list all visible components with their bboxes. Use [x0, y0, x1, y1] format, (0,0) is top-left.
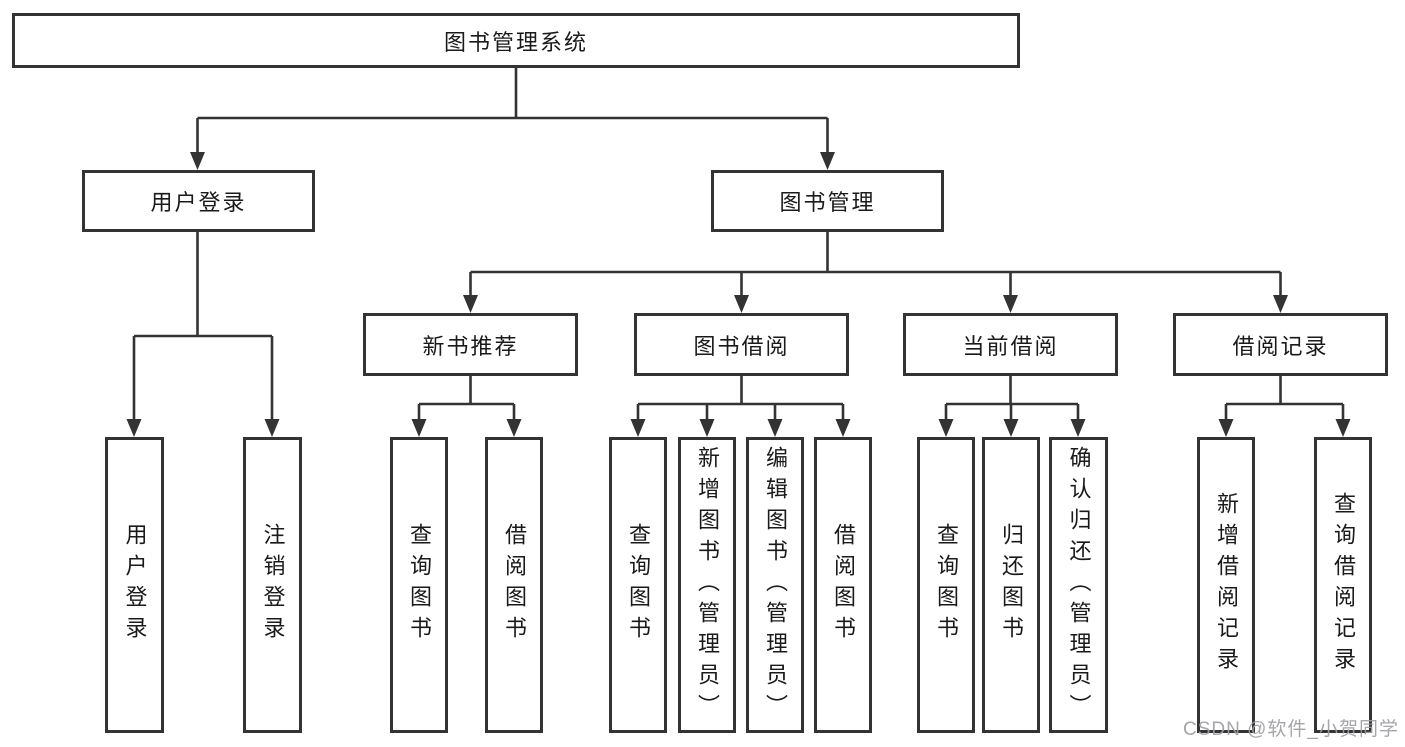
connector-book-management-to-level3 — [469, 232, 1282, 307]
leaf-add-books-admin-label: 新增图书（管理员） — [695, 445, 720, 725]
node-current-borrow-label: 当前借阅 — [962, 333, 1059, 359]
arrowheads-book-borrow-to-leaves — [630, 419, 851, 437]
node-current-borrow: 当前借阅 — [903, 313, 1118, 376]
leaf-borrow-query-books: 查询图书 — [609, 437, 667, 733]
connector-user-login-to-leaves — [132, 232, 274, 431]
connector-new-book-to-leaves — [417, 376, 516, 431]
csdn-watermark: CSDN @软件_小贺同学 — [1183, 719, 1399, 740]
arrowheads-root-to-level2 — [190, 152, 835, 170]
leaf-confirm-return-admin-label: 确认归还（管理员） — [1066, 445, 1092, 725]
leaf-add-borrow-record-label: 新增借阅记录 — [1214, 492, 1239, 678]
node-borrow-record-label: 借阅记录 — [1232, 333, 1329, 359]
leaf-new-book-query: 查询图书 — [390, 437, 448, 733]
leaf-new-book-borrow: 借阅图书 — [485, 437, 543, 733]
node-root-label: 图书管理系统 — [443, 29, 588, 55]
leaf-confirm-return-admin: 确认归还（管理员） — [1049, 437, 1108, 733]
leaf-return-books: 归还图书 — [982, 437, 1040, 733]
leaf-user-login: 用户登录 — [105, 437, 164, 733]
node-new-book-recommend-label: 新书推荐 — [422, 333, 519, 359]
arrowheads-borrow-record-to-leaves — [1218, 419, 1351, 437]
node-borrow-record: 借阅记录 — [1173, 313, 1388, 376]
leaf-edit-books-admin-label: 编辑图书（管理员） — [763, 445, 788, 725]
arrowheads-book-management-to-level3 — [463, 295, 1288, 313]
node-book-borrow-label: 图书借阅 — [693, 333, 790, 359]
leaf-borrow-query-books-label: 查询图书 — [626, 523, 651, 647]
node-root-library-system: 图书管理系统 — [12, 13, 1020, 68]
leaf-new-book-borrow-label: 借阅图书 — [502, 523, 527, 647]
node-book-management: 图书管理 — [711, 170, 944, 232]
leaf-add-books-admin: 新增图书（管理员） — [678, 437, 736, 733]
leaf-user-login-label: 用户登录 — [122, 523, 148, 647]
node-user-login: 用户登录 — [82, 170, 315, 232]
leaf-borrow-books: 借阅图书 — [814, 437, 872, 733]
connector-book-borrow-to-leaves — [636, 376, 845, 431]
node-book-management-label: 图书管理 — [779, 190, 876, 215]
arrowheads-new-book-to-leaves — [411, 419, 522, 437]
arrowheads-current-borrow-to-leaves — [938, 419, 1086, 437]
node-book-borrow: 图书借阅 — [634, 313, 849, 376]
leaf-query-borrow-record-label: 查询借阅记录 — [1331, 492, 1356, 678]
leaf-add-borrow-record: 新增借阅记录 — [1197, 437, 1255, 733]
leaf-return-books-label: 归还图书 — [999, 523, 1024, 647]
leaf-logout-label: 注销登录 — [260, 523, 286, 647]
leaf-current-query-books-label: 查询图书 — [934, 523, 959, 647]
leaf-edit-books-admin: 编辑图书（管理员） — [746, 437, 804, 733]
leaf-borrow-books-label: 借阅图书 — [831, 523, 856, 647]
connector-root-to-level2 — [196, 68, 829, 164]
connector-current-borrow-to-leaves — [944, 376, 1080, 431]
leaf-logout: 注销登录 — [243, 437, 302, 733]
leaf-new-book-query-label: 查询图书 — [407, 523, 432, 647]
node-new-book-recommend: 新书推荐 — [363, 313, 578, 376]
leaf-query-borrow-record: 查询借阅记录 — [1314, 437, 1372, 733]
connector-borrow-record-to-leaves — [1224, 376, 1345, 431]
arrowheads-user-login-to-leaves — [126, 419, 280, 437]
leaf-current-query-books: 查询图书 — [917, 437, 975, 733]
node-user-login-label: 用户登录 — [150, 190, 247, 215]
